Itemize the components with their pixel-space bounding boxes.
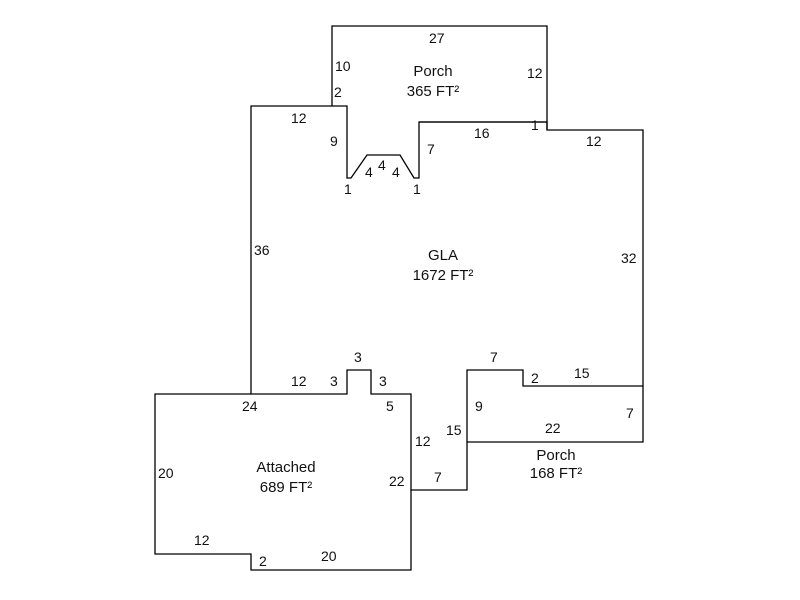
dimension-label: 36 [254, 242, 270, 258]
dimension-label: 12 [527, 65, 543, 81]
dimension-label: 3 [330, 373, 338, 389]
dimension-label: 2 [259, 553, 267, 569]
dimension-label: 4 [365, 164, 373, 180]
dimension-label: 10 [335, 58, 351, 74]
dimension-label: 7 [626, 405, 634, 421]
dimension-label: 9 [330, 133, 338, 149]
area-label-gla: GLA [428, 247, 458, 264]
dimension-label: 9 [475, 398, 483, 414]
area-label-porch-top: Porch [413, 63, 452, 80]
dimension-label: 15 [446, 422, 462, 438]
attached-outline [154, 393, 412, 571]
dimension-label: 12 [291, 110, 307, 126]
dimension-label: 2 [334, 84, 342, 100]
dimension-label: 12 [586, 133, 602, 149]
dimension-label: 7 [490, 349, 498, 365]
area-label-attached: Attached [256, 459, 315, 476]
area-size-gla: 1672 FT² [413, 267, 474, 284]
dimension-label: 16 [474, 125, 490, 141]
dimension-label: 32 [621, 250, 637, 266]
dimension-label: 1 [413, 181, 421, 197]
dimension-label: 22 [545, 420, 561, 436]
area-label-porch-bottom: Porch [536, 447, 575, 464]
dimension-label: 15 [574, 365, 590, 381]
dimension-label: 7 [434, 469, 442, 485]
area-size-porch-bottom: 168 FT² [530, 465, 583, 482]
area-size-attached: 689 FT² [260, 479, 313, 496]
porch-top-outline [331, 25, 548, 130]
dimension-label: 2 [531, 370, 539, 386]
area-size-porch-top: 365 FT² [407, 83, 460, 100]
dimension-label: 12 [291, 373, 307, 389]
dimension-label: 24 [242, 398, 258, 414]
dimension-label: 5 [386, 398, 394, 414]
dimension-label: 1 [344, 181, 352, 197]
dimension-label: 3 [354, 349, 362, 365]
dimension-label: 20 [158, 465, 174, 481]
dimension-label: 22 [389, 473, 405, 489]
dimension-label: 12 [194, 532, 210, 548]
dimension-label: 4 [392, 164, 400, 180]
dimension-label: 27 [429, 30, 445, 46]
dimension-label: 4 [378, 157, 386, 173]
dimension-label: 12 [415, 433, 431, 449]
dimension-label: 7 [427, 141, 435, 157]
dimension-label: 3 [379, 373, 387, 389]
porch-bottom-outline [467, 386, 644, 443]
dimension-label: 20 [321, 548, 337, 564]
dimension-label: 1 [531, 117, 539, 133]
